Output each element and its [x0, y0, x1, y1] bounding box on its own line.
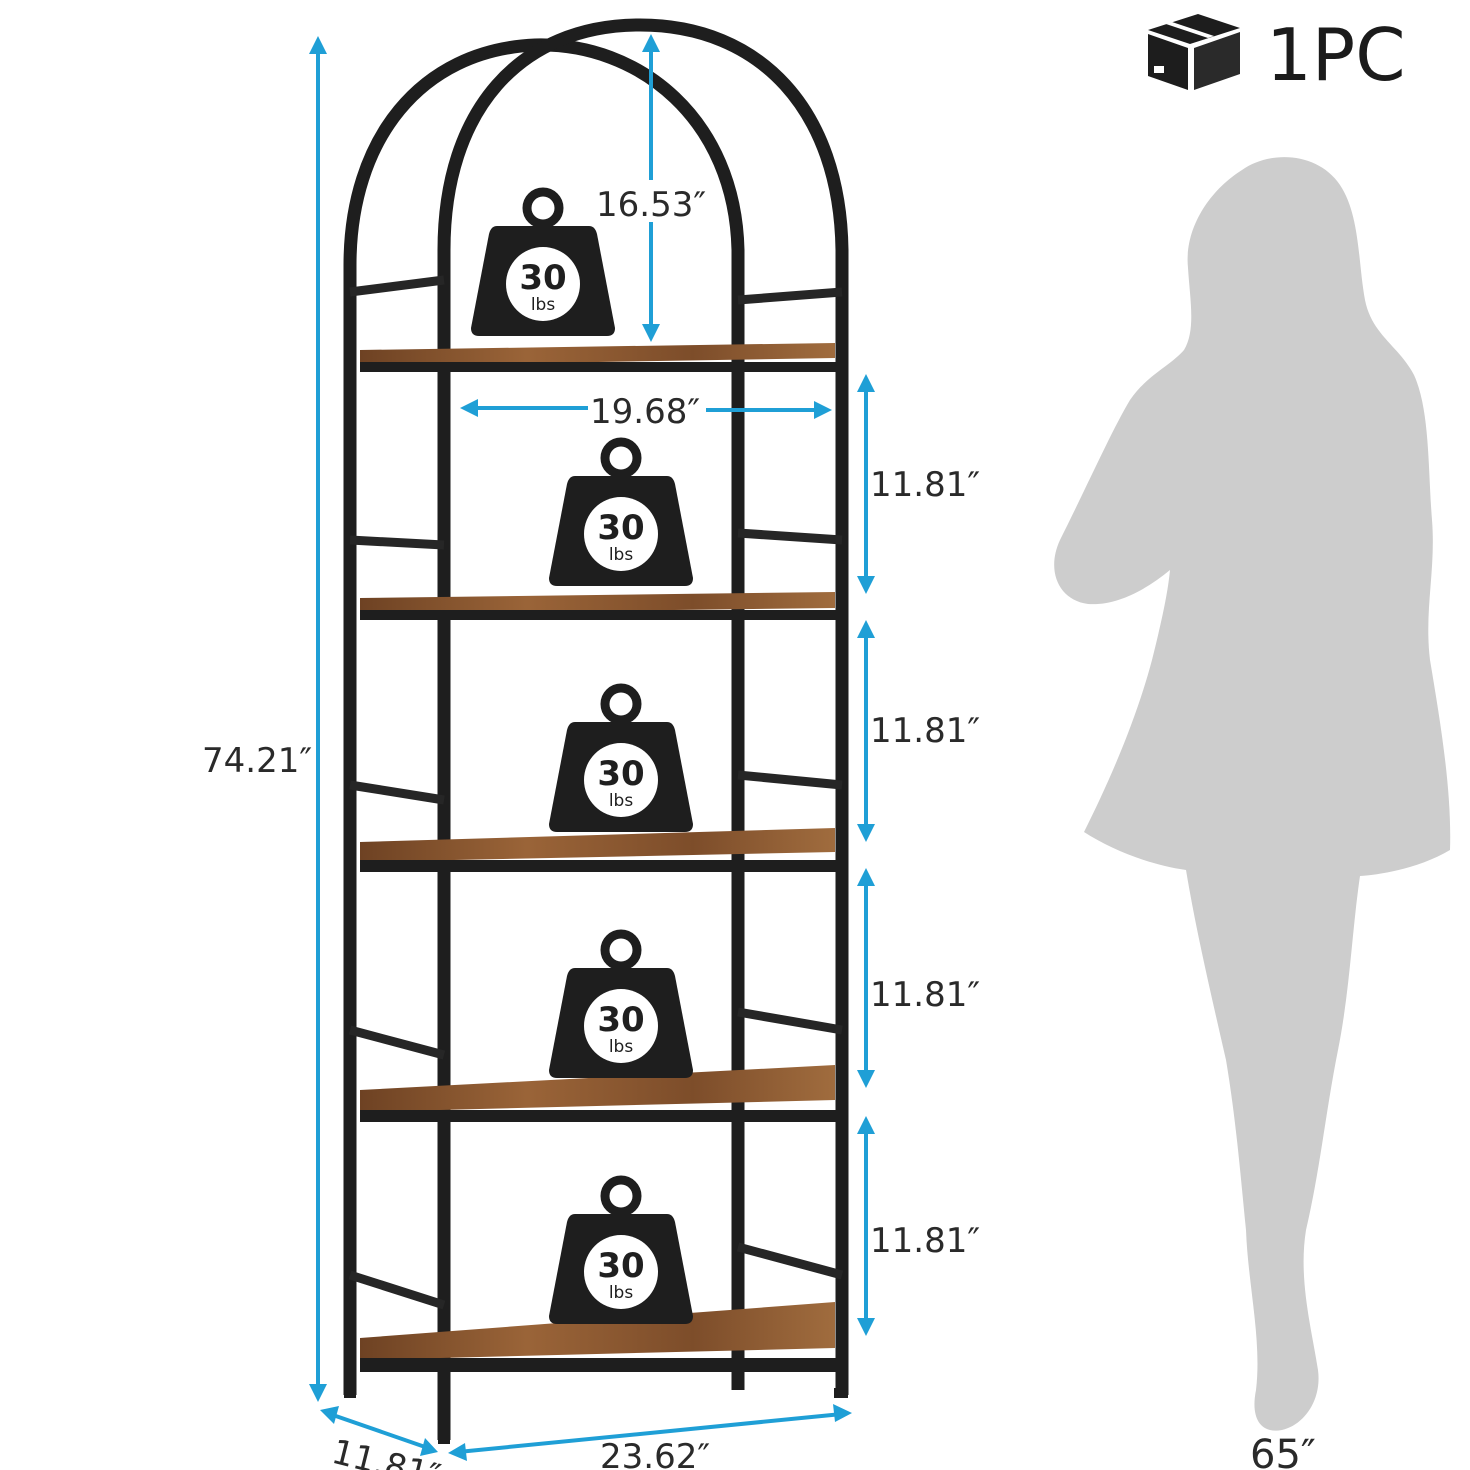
- arch-height-label: 16.53″: [596, 185, 706, 225]
- weight-value: 30: [519, 258, 566, 298]
- weight-ring: [522, 187, 564, 229]
- shelf-4: [360, 1065, 838, 1122]
- person-height-label: 65″: [1250, 1432, 1316, 1470]
- width-label: 23.62″: [600, 1437, 710, 1470]
- weight-value: 30: [597, 754, 644, 794]
- weight-value: 30: [597, 1000, 644, 1040]
- shelf-spacing-label-4: 11.81″: [870, 1221, 980, 1261]
- dimension-labels: 74.21″ 16.53″ 19.68″ 11.81″ 11.81″ 11.81…: [202, 185, 1316, 1470]
- shelf-spacing-label-1: 11.81″: [870, 465, 980, 505]
- total-height-label: 74.21″: [202, 741, 312, 781]
- quantity-label: 1PC: [1266, 13, 1406, 97]
- weight-value: 30: [597, 508, 644, 548]
- weight-value: 30: [597, 1246, 644, 1286]
- weight-unit: lbs: [609, 545, 634, 565]
- person-silhouette: [1054, 157, 1451, 1431]
- weight-unit: lbs: [609, 1037, 634, 1057]
- bookshelf: [343, 18, 849, 1444]
- shelf-3: [360, 828, 838, 872]
- shelf-5: [360, 1302, 838, 1372]
- weight-disc: [584, 989, 658, 1063]
- shelf-spacing-label-2: 11.81″: [870, 711, 980, 751]
- package-quantity: 1PC: [1148, 13, 1406, 97]
- shelf-2: [360, 592, 838, 620]
- shelf-1: [360, 343, 838, 372]
- weight-ring: [600, 437, 642, 479]
- dimension-arrows: [309, 34, 875, 1461]
- weight-disc: [584, 1235, 658, 1309]
- weight-unit: lbs: [609, 791, 634, 811]
- shelf-spacing-label-3: 11.81″: [870, 975, 980, 1015]
- weight-ring: [600, 683, 642, 725]
- weight-ring: [600, 929, 642, 971]
- side-rails: [348, 275, 844, 1310]
- weight-disc: [506, 247, 580, 321]
- shelf-width-label: 19.68″: [590, 392, 700, 432]
- weight-unit: lbs: [609, 1283, 634, 1303]
- weight-unit: lbs: [531, 295, 556, 315]
- weight-disc: [584, 743, 658, 817]
- weight-ring: [600, 1175, 642, 1217]
- box-icon: [1148, 14, 1240, 90]
- weight-disc: [584, 497, 658, 571]
